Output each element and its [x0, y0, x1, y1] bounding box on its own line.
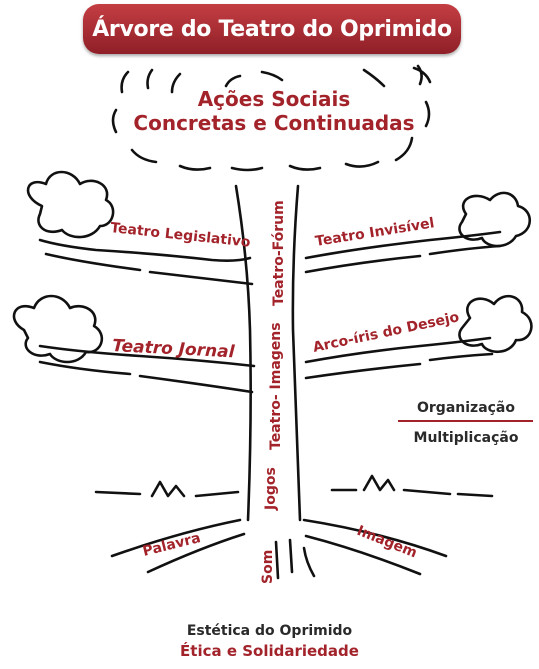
- title: Árvore do Teatro do Oprimido: [92, 16, 452, 42]
- label-teatro-imagens: Teatro- Imagens: [268, 322, 284, 450]
- branch-lower-right: [304, 294, 533, 380]
- branch-upper-left: [26, 170, 254, 286]
- branch-lower-left: [12, 294, 256, 394]
- crown-cloud: [111, 64, 432, 172]
- legend-multiplicacao: Multiplicação: [414, 430, 519, 446]
- footer-estetica: Estética do Oprimido: [186, 623, 353, 639]
- trunk: [234, 184, 302, 522]
- roots: [110, 518, 448, 580]
- crown-line-1: Ações Sociais: [198, 87, 351, 111]
- label-teatro-jornal: Teatro Jornal: [112, 336, 236, 362]
- label-palavra: Palavra: [141, 530, 202, 560]
- label-teatro-forum: Teatro-Fórum: [271, 200, 287, 306]
- footer-etica: Ética e Solidariedade: [180, 642, 359, 660]
- footer: Estética do Oprimido Ética e Solidarieda…: [0, 622, 539, 661]
- legend-organizacao: Organização: [417, 400, 515, 416]
- ground: [94, 474, 494, 498]
- label-imagem: Imagem: [355, 523, 420, 562]
- label-teatro-invisivel: Teatro Invisível: [314, 215, 435, 250]
- branch-upper-right: [304, 191, 532, 274]
- label-teatro-legislativo: Teatro Legislativo: [110, 220, 252, 251]
- title-banner: Árvore do Teatro do Oprimido: [83, 4, 461, 54]
- label-som: Som: [260, 550, 276, 584]
- label-jogos: Jogos: [263, 467, 279, 511]
- crown-line-2: Concretas e Continuadas: [133, 111, 414, 135]
